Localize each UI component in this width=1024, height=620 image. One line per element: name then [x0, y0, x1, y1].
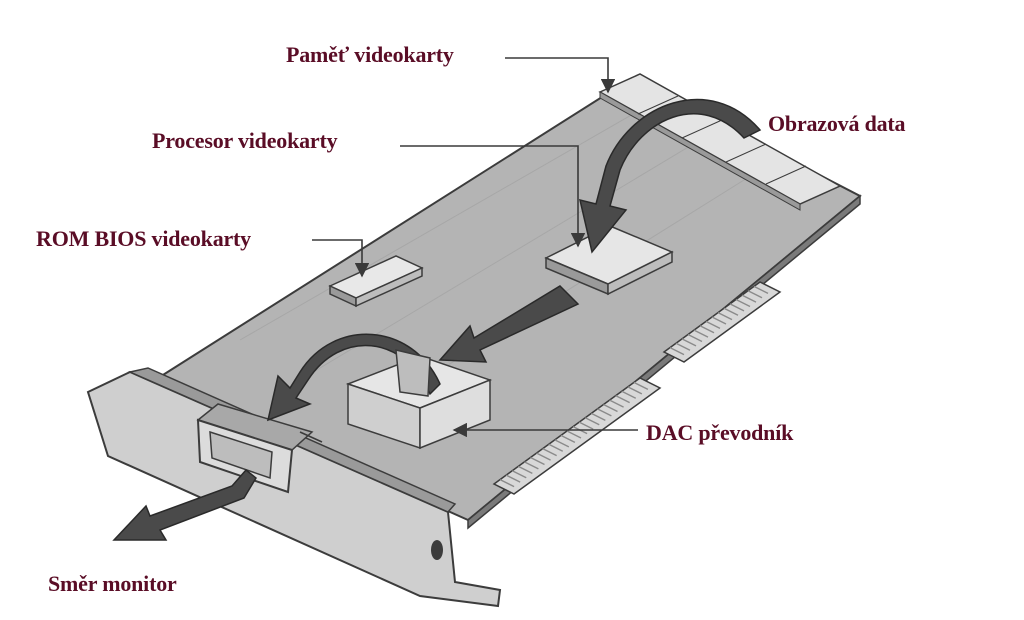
rom-chip-front: [355, 266, 423, 308]
label-video-processor: Procesor videokarty: [152, 128, 338, 153]
connector-contact: [705, 320, 721, 330]
connector-contact: [499, 478, 515, 488]
dac-chip-front: [419, 378, 491, 450]
connector-contact: [518, 465, 533, 474]
arrow-to-monitor: [112, 468, 257, 541]
memory-chip-divider: [725, 143, 767, 163]
connector-contact: [591, 412, 606, 421]
connector-contact: [542, 448, 557, 457]
connector-contact: [693, 329, 709, 338]
bracket-screw-hole: [431, 540, 443, 560]
connector-contact: [753, 285, 769, 295]
rom-bios-chip: [328, 255, 424, 308]
connector-contact: [675, 342, 691, 351]
vga-port-socket: [209, 430, 273, 480]
connector-contact: [711, 316, 727, 325]
connector-contact: [584, 417, 600, 426]
processor-chip-front: [607, 250, 673, 296]
connector-contact: [735, 298, 751, 308]
connector-contact: [597, 408, 612, 417]
connector-contact: [627, 386, 643, 395]
data-flow-arrows: [112, 98, 762, 541]
leader-lines: [299, 57, 638, 443]
connector-contact: [609, 399, 624, 408]
connector-contact: [681, 338, 697, 347]
connector-contact: [669, 346, 685, 356]
connector-contact: [603, 403, 618, 413]
connector-contact: [699, 325, 715, 334]
connector-contacts: [499, 285, 769, 488]
label-image-data: Obrazová data: [768, 111, 906, 136]
label-monitor-direction: Směr monitor: [48, 571, 177, 596]
connector-contact: [615, 395, 630, 404]
connector-contact: [729, 303, 745, 312]
connector-contact: [560, 434, 576, 444]
memory-chip-divider: [681, 119, 723, 139]
board-trace: [239, 109, 641, 341]
connector-contact: [687, 333, 703, 343]
connector-contact: [717, 311, 733, 321]
connector-contact: [548, 443, 564, 452]
connector-contact: [511, 470, 527, 479]
connector-contact: [566, 430, 582, 439]
connector-contact: [741, 294, 757, 303]
vga-port-tick: [299, 431, 323, 443]
leader-rom-bios: [312, 239, 370, 278]
connector-contact: [524, 461, 539, 470]
video-processor-chip: [544, 225, 674, 296]
edge-connector: [492, 281, 782, 495]
connector-contact: [536, 452, 551, 461]
connector-contact: [530, 456, 545, 466]
arrow-memory-to-processor: [578, 98, 762, 254]
arrow-processor-to-dac: [438, 285, 580, 363]
arrow-dac-to-port: [266, 333, 441, 422]
connector-contact: [505, 474, 521, 483]
vga-port: [196, 403, 314, 494]
connector-contact: [554, 439, 570, 448]
label-dac: DAC převodník: [646, 420, 794, 445]
connector-contact: [747, 290, 763, 299]
connector-contact: [578, 421, 594, 430]
dac-arrow-tail-overlay: [395, 349, 431, 397]
leader-video-processor: [400, 145, 586, 248]
label-video-memory: Paměť videokarty: [286, 42, 454, 67]
label-rom-bios: ROM BIOS videokarty: [36, 226, 251, 251]
connector-contact: [633, 381, 649, 391]
memory-chip-divider: [765, 165, 807, 185]
memory-chip-divider: [637, 95, 679, 115]
connector-contact: [621, 390, 637, 399]
leader-video-memory: [505, 57, 616, 94]
connector-contact: [723, 307, 739, 316]
